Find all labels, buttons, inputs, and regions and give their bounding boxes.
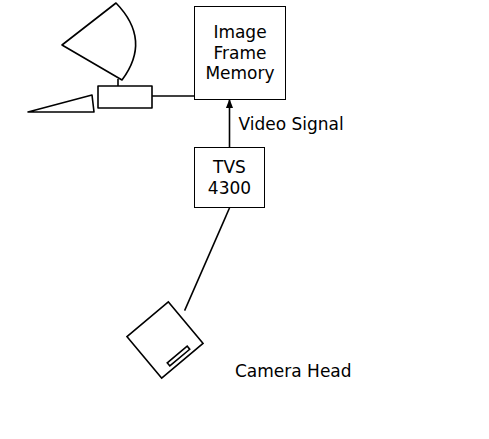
connector (185, 208, 230, 311)
connector (229, 100, 231, 147)
keyboard (28, 95, 94, 112)
computer-cable (152, 95, 194, 97)
signal-label: Video Signal (237, 114, 346, 134)
monitor (62, 3, 136, 80)
monitor-stand (117, 79, 119, 86)
box-label: TVS 4300 (195, 157, 264, 198)
memory-box: Image Frame Memory (194, 6, 286, 100)
box-label: Image Frame Memory (200, 22, 280, 83)
camera-head: Camera Head (130, 305, 200, 375)
camera-label: Camera Head (235, 361, 352, 381)
process-box: TVS 4300 (194, 147, 265, 208)
camera-outline (130, 305, 200, 375)
computer-unit (98, 86, 152, 108)
